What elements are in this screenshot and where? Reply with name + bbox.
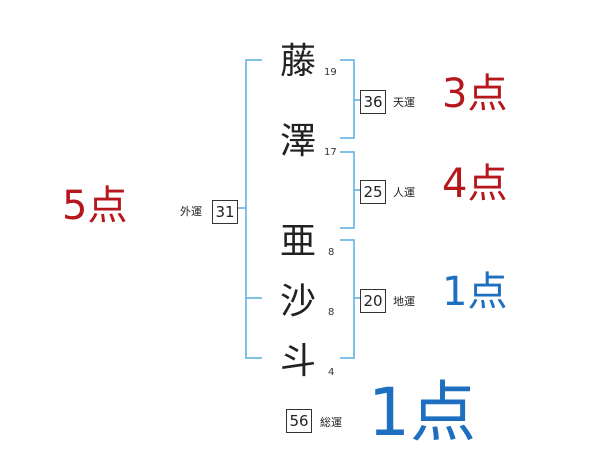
ten-label: 天運 <box>393 96 415 109</box>
jin-score: 4点 <box>442 161 508 207</box>
total-value-box: 56 <box>286 409 312 433</box>
chi-bracket <box>340 239 360 359</box>
ten-value-box: 36 <box>360 90 386 114</box>
ten-score: 3点 <box>442 71 508 117</box>
name-char-1-strokes: 19 <box>324 67 337 78</box>
gai-label: 外運 <box>180 205 202 218</box>
name-char-4-strokes: 8 <box>328 307 335 318</box>
total-label: 総運 <box>320 416 342 429</box>
gai-score: 5点 <box>62 183 128 229</box>
jin-value-box: 25 <box>360 180 386 204</box>
jin-label: 人運 <box>393 186 415 199</box>
name-char-2: 澤 <box>279 121 316 162</box>
ten-bracket <box>340 59 360 139</box>
name-char-1: 藤 <box>279 41 316 82</box>
gai-bracket <box>238 59 262 359</box>
total-score: 1点 <box>368 374 476 451</box>
name-char-3: 亜 <box>279 221 316 262</box>
chi-label: 地運 <box>393 295 415 308</box>
name-char-5: 斗 <box>279 341 316 382</box>
name-char-4: 沙 <box>279 281 316 322</box>
gai-value-box: 31 <box>212 200 238 224</box>
jin-bracket <box>340 151 360 229</box>
name-char-5-strokes: 4 <box>328 367 335 378</box>
chi-score: 1点 <box>442 269 508 315</box>
name-char-2-strokes: 17 <box>324 147 337 158</box>
name-char-3-strokes: 8 <box>328 247 335 258</box>
chi-value-box: 20 <box>360 289 386 313</box>
